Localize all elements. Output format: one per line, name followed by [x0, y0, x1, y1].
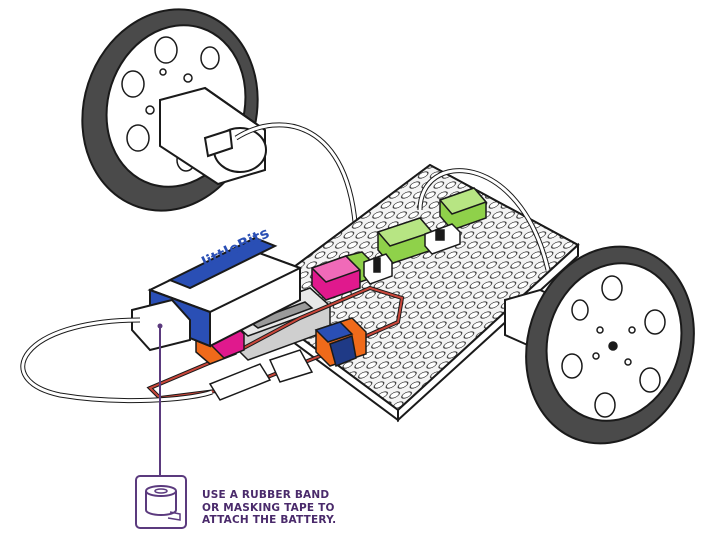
tape-roll-icon [136, 476, 186, 528]
callout-line-2: OR MASKING TAPE TO [202, 502, 336, 515]
callout-line-1: USE A RUBBER BAND [202, 489, 336, 502]
callout-text: USE A RUBBER BAND OR MASKING TAPE TO ATT… [202, 489, 336, 527]
callout-line-3: ATTACH THE BATTERY. [202, 514, 336, 527]
